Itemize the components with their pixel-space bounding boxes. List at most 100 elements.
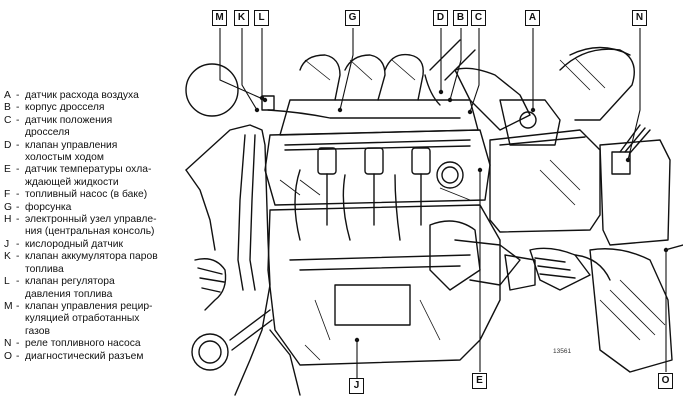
legend-key: C [4,114,12,126]
intake-runner-3 [384,53,424,101]
corrugated-hose [529,247,591,291]
callout-D: D [433,10,448,26]
fuel-rail [267,109,461,119]
callout-N: N [632,10,647,26]
leader-M [219,28,266,101]
battery-area [589,248,673,373]
legend-item: D-клапан управления холостым ходом [4,140,180,165]
legend-item: B-корпус дросселя [4,102,180,114]
legend-key: K [4,251,11,263]
legend-key: M [4,300,13,312]
legend-text: клапан аккумулятора паров топлива [25,251,158,275]
callout-A: A [525,10,540,26]
legend-dash: - [16,102,20,114]
legend-key: O [4,350,13,362]
legend-item: A-датчик расхода воздуха [4,90,180,102]
figure-code: 13561 [553,348,572,355]
legend-dash: - [16,300,20,312]
callout-K: K [234,10,249,26]
legend-key: E [4,164,11,176]
engine-body-left-outline [185,124,271,396]
legend-text: диагностический разъем [25,350,144,362]
air-duct [454,67,531,131]
legend-dash: - [16,164,20,176]
engine-block [267,204,501,366]
legend-text: корпус дросселя [25,102,105,114]
legend-text: датчик положения дросселя [25,114,113,139]
air-filter-cap [185,63,239,117]
leader-N [627,28,641,161]
coil-1 [317,147,337,175]
legend-item: M-клапан управления рецир- куляцией отра… [4,301,180,338]
oil-cap [436,161,464,189]
legend-dash: - [16,201,20,213]
intake-runner-1 [299,54,341,101]
callout-C: C [471,10,486,26]
legend-item: L-клапан регулятора давления топлива [4,276,180,301]
legend-key: D [4,139,12,151]
legend-key: L [4,276,10,288]
legend-dash: - [16,238,20,250]
legend-text: клапан управления холостым ходом [25,139,118,164]
legend-key: F [4,189,11,201]
sensor-housing [429,220,481,291]
legend-text: топливный насос (в баке) [25,189,148,201]
callout-M: M [212,10,227,26]
legend-text: электронный узел управле- ния (центральн… [25,214,157,238]
legend-key: H [4,214,12,226]
leader-C [469,28,480,113]
coil-2 [364,147,384,175]
legend-text: форсунка [25,201,72,213]
legend-item: G-форсунка [4,202,180,214]
callout-G: G [345,10,360,26]
legend-item: H-электронный узел управле- ния (централ… [4,214,180,239]
legend-dash: - [16,139,20,151]
legend-item: C-датчик положения дросселя [4,115,180,140]
air-cleaner-box [489,129,601,233]
legend-text: реле топливного насоса [25,338,141,350]
legend-key: B [4,102,11,114]
pressure-regulator [261,95,275,111]
leader-G [339,28,354,111]
intake-runner-2 [344,54,386,101]
legend-dash: - [16,90,20,101]
upper-hose [559,48,635,121]
legend-item: F-топливный насос (в баке) [4,189,180,201]
legend-key: N [4,338,12,350]
legend-dash: - [16,214,20,226]
callout-E: E [472,373,487,389]
callout-O: O [658,373,673,389]
legend-key: G [4,201,13,213]
egr-pipe [237,134,246,291]
fuel-pump-relay [611,151,631,175]
lower-hose-left [194,258,227,311]
legend-item: K-клапан аккумулятора паров топлива [4,251,180,276]
callout-J: J [349,378,364,394]
legend-key: A [4,90,11,101]
relay-box [599,139,671,246]
legend-dash: - [16,114,20,126]
legend-key: J [4,238,10,250]
legend-dash: - [16,338,20,350]
legend-text: клапан регулятора давления топлива [25,276,115,300]
legend-text: клапан управления рецир- куляцией отрабо… [25,300,153,337]
legend-dash: - [16,189,20,201]
leader-B [449,28,462,101]
legend-item: O-диагностический разъем [4,351,180,363]
legend-dash: - [16,276,20,288]
legend-item: E-датчик температуры охла- ждающей жидко… [4,164,180,189]
callout-B: B [453,10,468,26]
valve-cover [264,129,491,206]
coil-3 [411,147,431,175]
legend-dash: - [16,350,20,362]
oil-filter-bracket [334,284,411,326]
reservoir-cap [191,333,229,371]
leader-K [241,28,258,111]
legend-dash: - [16,251,20,263]
legend-text: кислородный датчик [25,238,124,250]
legend-text: датчик расхода воздуха [25,90,139,101]
callout-L: L [254,10,269,26]
